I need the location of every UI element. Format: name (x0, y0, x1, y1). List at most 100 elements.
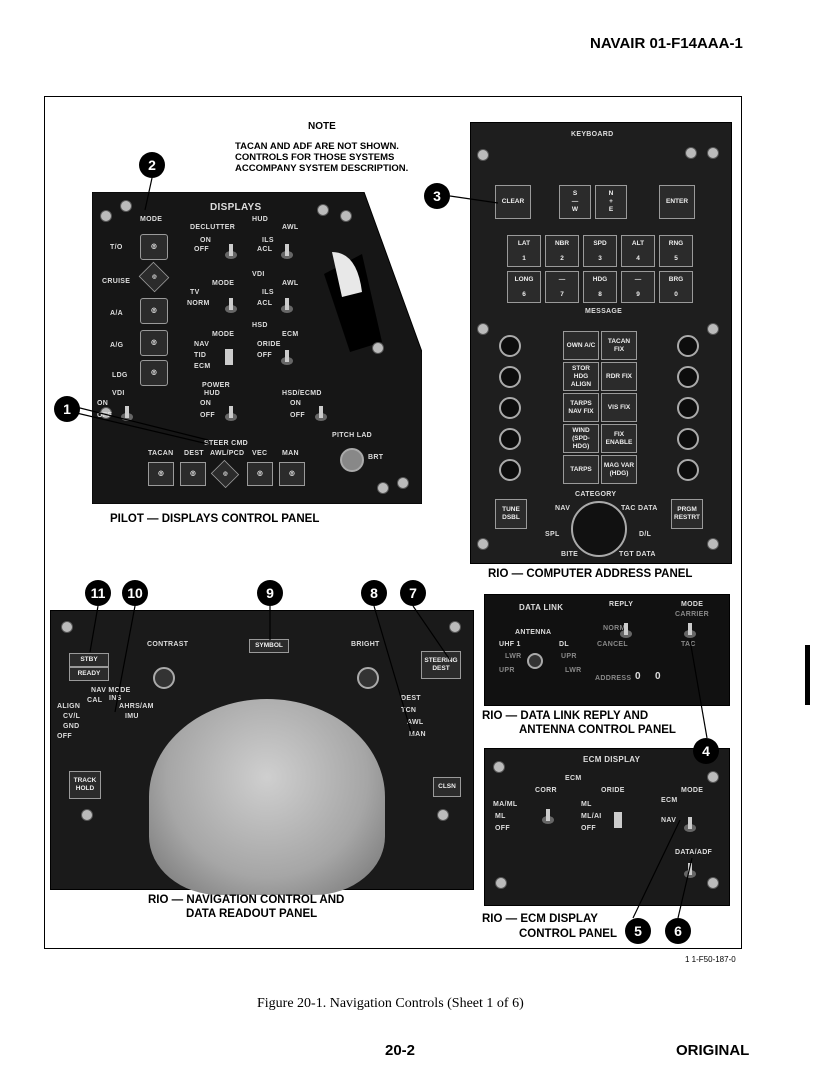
message-select-left-1[interactable] (499, 335, 521, 357)
message-select-left-2[interactable] (499, 366, 521, 388)
message-left-5[interactable]: TARPS (563, 455, 599, 484)
message-right-3[interactable]: VIS FIX (601, 393, 637, 422)
keypad-key-number: 2 (560, 254, 564, 262)
oride-label: ORIDE (601, 787, 625, 794)
clear-key[interactable]: CLEAR (495, 185, 531, 219)
message-right-1[interactable]: TACAN FIX (601, 331, 637, 360)
tune-dsbl-key[interactable]: TUNE DSBL (495, 499, 527, 529)
message-right-5[interactable]: MAG VAR (HDG) (601, 455, 637, 484)
category-selector-knob[interactable] (571, 501, 627, 557)
keypad-key-label: — (558, 275, 566, 283)
vdi-mode-label: MODE (212, 280, 235, 287)
message-left-2[interactable]: STOR HDG ALIGN (563, 362, 599, 391)
address-label: ADDRESS (595, 675, 632, 682)
keypad-key-number: 7 (560, 290, 564, 298)
corr-off-label: OFF (495, 825, 510, 832)
hsd-power-toggle[interactable] (314, 404, 328, 422)
acl-label: ACL (257, 246, 273, 253)
corr-toggle[interactable] (541, 807, 555, 825)
enter-key[interactable]: ENTER (659, 185, 695, 219)
message-select-right-4[interactable] (677, 428, 699, 450)
oride-ml-ai-label: ML/AI (581, 813, 602, 820)
antenna-selector[interactable] (527, 653, 543, 669)
message-select-left-3[interactable] (499, 397, 521, 419)
message-select-right-3[interactable] (677, 397, 699, 419)
keypad-key-label: LAT (517, 239, 531, 247)
callout-10: 10 (122, 580, 148, 606)
nav-ins-label: INS (109, 695, 122, 702)
steer-awl-pcd-button[interactable]: ◎ (210, 459, 240, 489)
ag-label: A/G (110, 342, 124, 349)
prgm-restrt-key[interactable]: PRGM RESTRT (671, 499, 703, 529)
contrast-label: CONTRAST (147, 641, 189, 648)
message-right-4[interactable]: FIX ENABLE (601, 424, 637, 453)
message-select-right-2[interactable] (677, 366, 699, 388)
keypad-key-7[interactable]: —7 (545, 271, 579, 303)
message-right-2[interactable]: RDR FIX (601, 362, 637, 391)
message-select-right-5[interactable] (677, 459, 699, 481)
data-adf-toggle[interactable] (683, 861, 697, 879)
keyboard-label: KEYBOARD (571, 131, 614, 138)
mode-ldg-button[interactable]: ◎ (140, 360, 168, 386)
mode-to-button[interactable]: ◎ (140, 234, 168, 260)
message-select-left-5[interactable] (499, 459, 521, 481)
keypad-key-label: — (634, 275, 642, 283)
contrast-knob[interactable] (153, 667, 175, 689)
mode-ag-button[interactable]: ◎ (140, 330, 168, 356)
oride-toggle[interactable] (611, 811, 625, 829)
symbol-button[interactable]: SYMBOL (249, 639, 289, 653)
reply-toggle[interactable] (619, 621, 633, 639)
steer-man-button[interactable]: ◎ (279, 462, 305, 486)
message-left-3[interactable]: TARPS NAV FIX (563, 393, 599, 422)
message-left-1[interactable]: OWN A/C (563, 331, 599, 360)
vdi-label: VDI (252, 271, 265, 278)
power-hud-off-label: OFF (200, 412, 215, 419)
keypad-key-number: 4 (636, 254, 640, 262)
message-left-4[interactable]: WIND (SPD-HDG) (563, 424, 599, 453)
vdi-awl-toggle[interactable] (280, 296, 294, 314)
hsd-mode-switch[interactable] (222, 348, 236, 366)
clsn-button[interactable]: CLSN (433, 777, 461, 797)
nav-imu-label: IMU (125, 713, 139, 720)
callout-1: 1 (54, 396, 80, 422)
vdi-mode-toggle[interactable] (224, 296, 238, 314)
message-select-left-4[interactable] (499, 428, 521, 450)
vdi-awl-label: AWL (282, 280, 299, 287)
pitch-lad-knob[interactable] (340, 448, 364, 472)
mode-cruise-button[interactable]: ◎ (138, 261, 170, 293)
brt-label: BRT (368, 454, 384, 461)
vdi-power-toggle[interactable] (120, 404, 134, 422)
category-dl-label: D/L (639, 531, 652, 538)
to-label: T/O (110, 244, 123, 251)
dl-mode-toggle[interactable] (683, 621, 697, 639)
power-hsd-ecmd-label: HSD/ECMD (282, 390, 322, 397)
category-tac-data-label: TAC DATA (621, 505, 658, 512)
hud-power-toggle[interactable] (224, 404, 238, 422)
declutter-toggle[interactable] (224, 242, 238, 260)
ready-button[interactable]: READY (69, 667, 109, 681)
message-select-right-1[interactable] (677, 335, 699, 357)
mode-aa-button[interactable]: ◎ (140, 298, 168, 324)
stby-button[interactable]: STBY (69, 653, 109, 667)
hud-mode-toggle[interactable] (280, 242, 294, 260)
power-hud-on-label: ON (200, 400, 212, 407)
keypad-key-9[interactable]: —9 (621, 271, 655, 303)
north-east-key[interactable]: N+E (595, 185, 627, 219)
steer-tacan-button[interactable]: ◎ (148, 462, 174, 486)
track-hold-button[interactable]: TRACK HOLD (69, 771, 101, 799)
steer-dest-button[interactable]: ◎ (180, 462, 206, 486)
south-west-key[interactable]: S—W (559, 185, 591, 219)
hsd-oride-toggle[interactable] (280, 348, 294, 366)
steer-vec-button[interactable]: ◎ (247, 462, 273, 486)
ecm-mode-toggle[interactable] (683, 815, 697, 833)
bright-knob[interactable] (357, 667, 379, 689)
